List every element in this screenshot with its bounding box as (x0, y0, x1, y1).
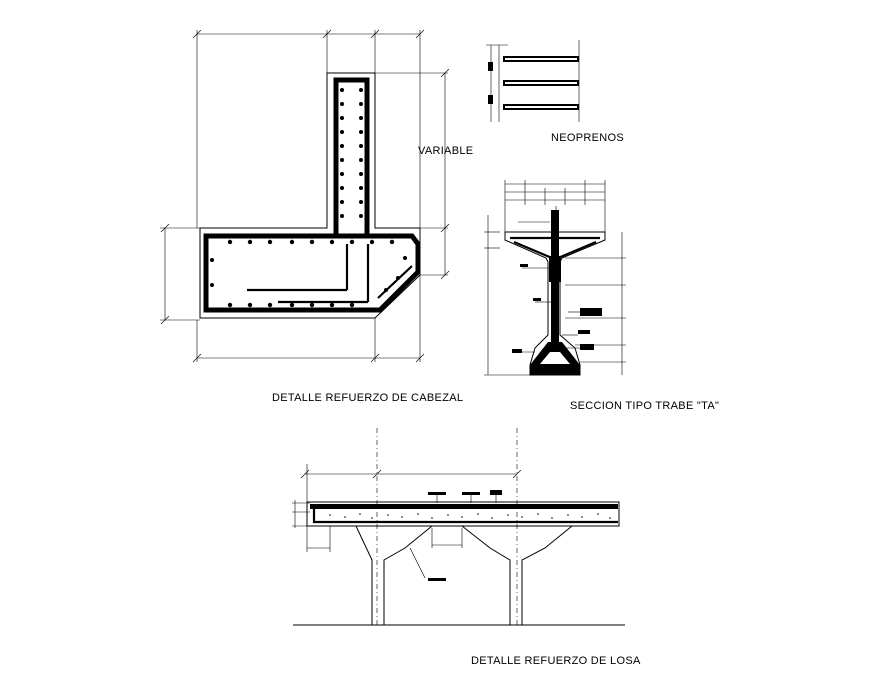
losa-bottom-rebar (312, 506, 618, 524)
losa-slab (306, 501, 620, 527)
losa-detail: DETALLE REFUERZO DE LOSA (292, 428, 641, 667)
trabe-web-rebar (551, 210, 559, 370)
cabezal-rebar-dots (210, 88, 407, 308)
trabe-section: SECCION TIPO TRABE "TA" (484, 180, 719, 412)
cabezal-rebar-stirrup-horizontal (203, 233, 421, 313)
cabezal-bottom-dimensions (192, 275, 425, 363)
cabezal-title: DETALLE REFUERZO DE CABEZAL (272, 392, 463, 404)
losa-concrete-stipple (329, 513, 611, 519)
trabe-left-dimensions (484, 215, 530, 376)
losa-left-dimensions (292, 500, 331, 552)
losa-top-rebar (310, 504, 618, 509)
cabezal-detail: VARIABLE DETALLE REFUERZO DE CABEZAL (160, 29, 473, 404)
trabe-top-dimensions (504, 180, 606, 235)
cabezal-top-dimensions (192, 29, 425, 228)
trabe-title: SECCION TIPO TRABE "TA" (570, 400, 719, 412)
losa-callouts (428, 490, 502, 581)
losa-girder-right (461, 525, 573, 625)
cabezal-concrete-outline (199, 72, 421, 319)
losa-title: DETALLE REFUERZO DE LOSA (471, 655, 641, 667)
losa-girder-left (330, 525, 433, 625)
cabezal-left-dimensions (160, 223, 200, 325)
cabezal-rebar-stirrup-vertical (333, 77, 370, 236)
cabezal-rebar-diag (377, 265, 413, 299)
losa-top-dimensions (300, 464, 522, 505)
neoprenos-label: NEOPRENOS (551, 132, 624, 144)
neoprenos-detail: NEOPRENOS (486, 40, 624, 144)
cabezal-right-dimensions (375, 68, 450, 280)
variable-label: VARIABLE (418, 145, 473, 157)
